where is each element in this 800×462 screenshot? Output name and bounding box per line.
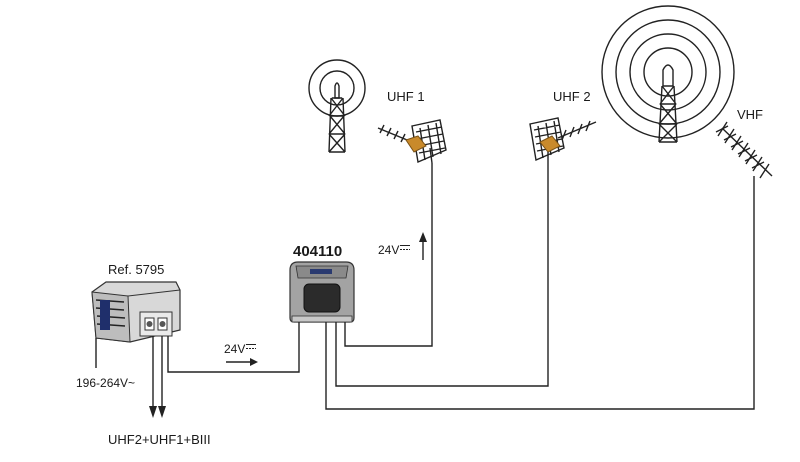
vhf-label: VHF (737, 107, 763, 122)
power-supply-ref-label: Ref. 5795 (108, 262, 165, 277)
uhf2-label: UHF 2 (553, 89, 591, 104)
amplifier-404110-device (289, 261, 355, 323)
dc-feed-uhf1-label: 24V (378, 243, 411, 257)
uhf1-label: UHF 1 (387, 89, 425, 104)
dc-symbol-icon (246, 344, 257, 351)
output-bands-label: UHF2+UHF1+BIII (108, 432, 211, 447)
cable-lines (95, 163, 755, 418)
power-supply-device (91, 281, 181, 343)
vhf-antenna-icon (715, 121, 773, 179)
transmitter-tower-icon (308, 59, 366, 153)
arrow-right-icon (226, 358, 258, 366)
arrow-up-icon (419, 232, 427, 260)
transmitter-tower-large-icon (601, 5, 735, 143)
mains-voltage-label: 196-264V~ (76, 376, 136, 390)
dc-feed-main-label: 24V (224, 342, 257, 356)
amplifier-ref-label: 404110 (293, 243, 343, 260)
uhf2-antenna-icon (529, 117, 597, 166)
dc-symbol-icon (400, 245, 411, 252)
uhf1-antenna-icon (377, 119, 447, 164)
